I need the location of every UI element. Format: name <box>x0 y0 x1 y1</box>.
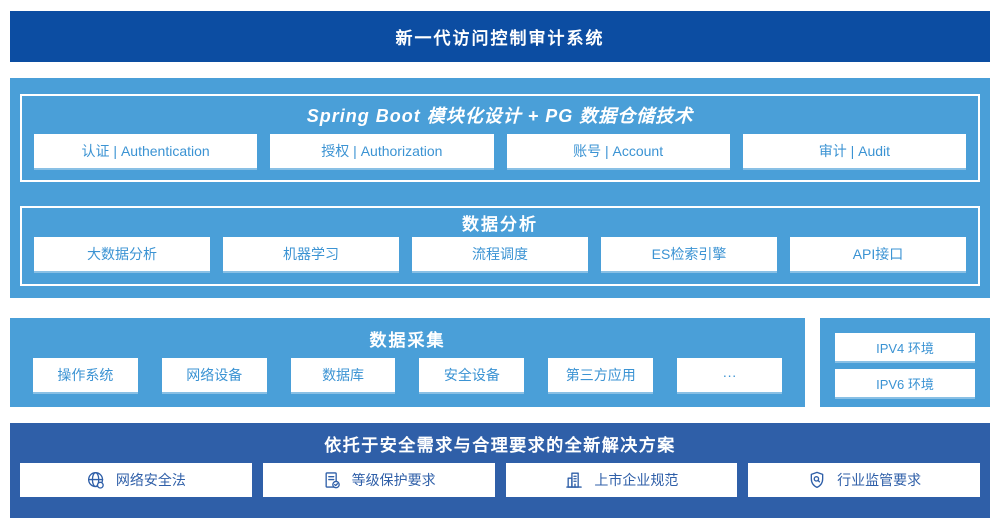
analysis-button-api[interactable]: API接口 <box>790 237 966 271</box>
data-analysis-section-title: 数据分析 <box>462 215 538 234</box>
analysis-button-machine-learning[interactable]: 机器学习 <box>223 237 399 271</box>
globe-icon <box>87 471 104 489</box>
module-button-audit[interactable]: 审计 | Audit <box>742 134 966 168</box>
analysis-button-big-data[interactable]: 大数据分析 <box>34 237 210 271</box>
solution-button-label: 网络安全法 <box>115 472 186 488</box>
solution-button-label: 行业监管要求 <box>837 472 922 488</box>
building-icon <box>566 472 583 488</box>
ip-environment-panel: IPV4 环境 IPV6 环境 <box>820 318 990 407</box>
data-analysis-section: 数据分析 大数据分析 机器学习 流程调度 ES检索引擎 API接口 <box>20 206 980 286</box>
data-collection-item-row: 操作系统 网络设备 数据库 安全设备 第三方应用 ··· <box>33 358 782 392</box>
data-collection-section: 数据采集 操作系统 网络设备 数据库 安全设备 第三方应用 ··· <box>10 318 805 407</box>
spring-boot-section: Spring Boot 模块化设计 + PG 数据仓储技术 认证 | Authe… <box>20 94 980 182</box>
solution-button-industry-regulation[interactable]: 行业监管要求 <box>748 463 980 497</box>
collect-button-more[interactable]: ··· <box>677 358 782 392</box>
env-button-ipv4[interactable]: IPV4 环境 <box>835 333 975 361</box>
solution-item-row: 网络安全法 等级保护要求 <box>20 463 980 497</box>
page-title: 新一代访问控制审计系统 <box>395 29 605 48</box>
data-collection-section-title: 数据采集 <box>369 330 446 350</box>
collect-button-network-device[interactable]: 网络设备 <box>161 358 267 392</box>
solution-section: 依托于安全需求与合理要求的全新解决方案 网络安全法 <box>10 423 990 518</box>
solution-button-label: 上市企业规范 <box>594 472 679 488</box>
page-title-banner: 新一代访问控制审计系统 <box>10 11 990 62</box>
analysis-button-es-search[interactable]: ES检索引擎 <box>601 237 777 271</box>
solution-button-listed-company[interactable]: 上市企业规范 <box>505 463 738 497</box>
document-check-icon <box>325 472 340 489</box>
collection-row: 数据采集 操作系统 网络设备 数据库 安全设备 第三方应用 ··· IPV4 环… <box>10 318 990 407</box>
module-button-authentication[interactable]: 认证 | Authentication <box>34 134 258 168</box>
analysis-button-process-scheduling[interactable]: 流程调度 <box>412 237 588 271</box>
module-button-account[interactable]: 账号 | Account <box>506 134 730 168</box>
module-button-authorization[interactable]: 授权 | Authorization <box>270 134 494 168</box>
collect-button-os[interactable]: 操作系统 <box>33 358 138 392</box>
spring-boot-module-row: 认证 | Authentication 授权 | Authorization 账… <box>34 134 966 168</box>
collect-button-database[interactable]: 数据库 <box>290 358 396 392</box>
solution-button-label: 等级保护要求 <box>351 472 436 488</box>
env-button-ipv6[interactable]: IPV6 环境 <box>835 369 975 397</box>
shield-search-icon <box>810 471 824 488</box>
data-analysis-item-row: 大数据分析 机器学习 流程调度 ES检索引擎 API接口 <box>34 237 966 271</box>
solution-button-cybersecurity-law[interactable]: 网络安全法 <box>20 463 252 497</box>
collect-button-security-device[interactable]: 安全设备 <box>419 358 525 392</box>
solution-section-title: 依托于安全需求与合理要求的全新解决方案 <box>324 435 676 455</box>
spring-boot-section-title: Spring Boot 模块化设计 + PG 数据仓储技术 <box>306 106 694 126</box>
platform-container: Spring Boot 模块化设计 + PG 数据仓储技术 认证 | Authe… <box>10 78 990 298</box>
solution-button-classified-protection[interactable]: 等级保护要求 <box>262 463 495 497</box>
collect-button-third-party[interactable]: 第三方应用 <box>548 358 654 392</box>
